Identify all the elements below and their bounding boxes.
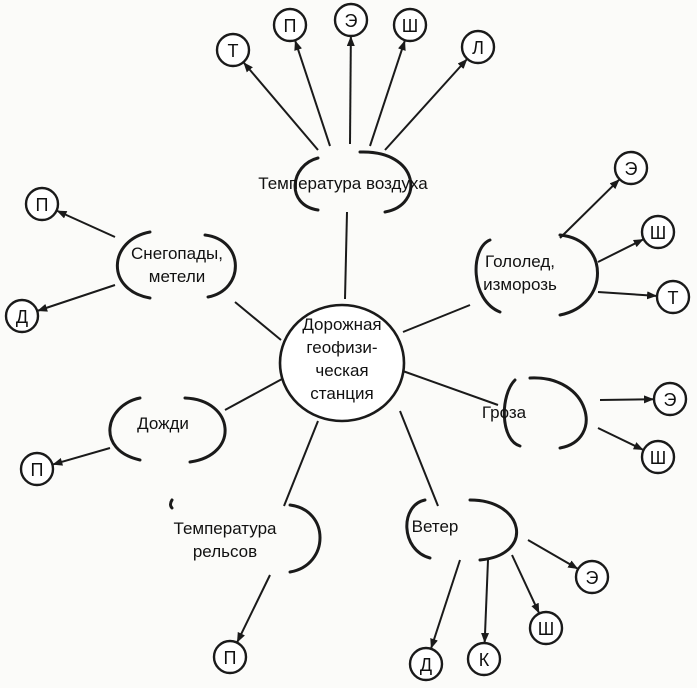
center-ellipse xyxy=(278,303,406,423)
output-letter: П xyxy=(224,648,237,668)
node-outline-snow xyxy=(115,230,237,300)
node-outline-rain xyxy=(108,396,227,464)
node-outline-storm xyxy=(502,376,588,450)
output-circle-rail-0: П xyxy=(212,639,248,675)
arrow-air-0 xyxy=(243,62,319,151)
node-label-line: Дожди xyxy=(137,414,189,433)
center-label-line: геофизи- xyxy=(306,338,377,357)
output-letter: Т xyxy=(668,288,679,308)
output-circle-ice-0: Э xyxy=(613,150,649,186)
output-letter: Д xyxy=(420,655,432,675)
node-label-line: Ветер xyxy=(412,517,459,536)
output-letter: П xyxy=(36,195,49,215)
output-circles-layer: Т П Э Ш Л П Д Э Ш Т Э Ш П Д К Ш Э П xyxy=(4,2,691,682)
output-letter: Т xyxy=(228,41,239,61)
output-letter: П xyxy=(284,16,297,36)
output-letter: Ш xyxy=(402,16,419,36)
node-label-wind: Ветер xyxy=(412,517,459,536)
output-letter: Ш xyxy=(650,223,667,243)
output-circle-snow-0: П xyxy=(24,186,60,222)
center-label-line: Дорожная xyxy=(302,315,381,334)
center-label-line: станция xyxy=(310,384,373,403)
output-circle-storm-1: Ш xyxy=(640,439,676,475)
output-letter: Э xyxy=(664,390,677,410)
connector-air xyxy=(344,211,348,300)
node-outline-wind xyxy=(405,498,519,562)
arrow-storm-0 xyxy=(599,395,655,404)
center-node: Дорожная геофизи-ческая станция xyxy=(278,303,406,423)
output-circle-air-1: П xyxy=(272,7,308,43)
output-circle-wind-3: Э xyxy=(574,559,610,595)
output-letter: Ш xyxy=(538,619,555,639)
arrow-snow-0 xyxy=(56,210,116,238)
arrow-air-2 xyxy=(346,35,355,145)
edges-layer xyxy=(37,35,658,649)
output-letter: Ш xyxy=(650,448,667,468)
connector-ice xyxy=(402,304,471,333)
arrow-wind-2 xyxy=(511,554,540,614)
node-label-line: изморозь xyxy=(483,275,557,294)
node-label-rain: Дожди xyxy=(137,414,189,433)
node-label-line: Температура xyxy=(174,519,278,538)
center-label-line: ческая xyxy=(315,361,368,380)
arrow-ice-0 xyxy=(559,179,620,239)
arrow-air-3 xyxy=(369,40,406,147)
output-letter: Л xyxy=(472,38,484,58)
output-circle-ice-1: Ш xyxy=(640,214,676,250)
node-label-storm: Гроза xyxy=(482,403,527,422)
node-label-rail: Температура рельсов xyxy=(174,519,278,561)
arrow-wind-3 xyxy=(527,539,579,570)
output-circle-air-4: Л xyxy=(460,29,496,65)
center-label: Дорожная геофизи-ческая станция xyxy=(302,315,381,403)
output-circle-air-3: Ш xyxy=(392,7,428,43)
arrow-rail-0 xyxy=(236,574,271,643)
connector-storm xyxy=(399,369,499,406)
node-label-line: рельсов xyxy=(193,542,257,561)
arrow-ice-2 xyxy=(597,291,658,300)
node-label-snow: Снегопады, метели xyxy=(131,244,223,286)
arrow-air-1 xyxy=(294,40,331,147)
output-circle-wind-0: Д xyxy=(408,646,444,682)
output-circle-ice-2: Т xyxy=(655,279,691,315)
arrow-ice-1 xyxy=(597,238,644,263)
output-circle-air-2: Э xyxy=(333,2,369,38)
output-letter: Э xyxy=(625,159,638,179)
output-circle-snow-1: Д xyxy=(4,298,40,334)
node-label-ice: Гололед, изморозь xyxy=(483,252,557,294)
node-outline-rail xyxy=(169,498,322,574)
arrow-air-4 xyxy=(384,58,468,151)
output-letter: Э xyxy=(345,11,358,31)
arrow-storm-1 xyxy=(597,427,644,451)
connector-rail xyxy=(283,420,319,507)
arrow-snow-1 xyxy=(37,284,116,312)
connector-wind xyxy=(399,410,439,507)
node-label-line: метели xyxy=(149,267,205,286)
output-circle-wind-1: К xyxy=(466,641,502,677)
node-label-line: Гроза xyxy=(482,403,527,422)
output-letter: К xyxy=(479,650,490,670)
connector-snow xyxy=(234,301,282,341)
output-letter: Д xyxy=(16,307,28,327)
output-circle-storm-0: Э xyxy=(652,381,688,417)
output-letter: Э xyxy=(586,568,599,588)
node-label-line: Гололед, xyxy=(485,252,555,271)
output-letter: П xyxy=(31,460,44,480)
arrow-wind-1 xyxy=(481,559,490,644)
node-label-line: Снегопады, xyxy=(131,244,223,263)
node-label-line: Температура воздуха xyxy=(258,174,428,193)
node-outline-ice xyxy=(474,233,599,317)
node-label-air: Температура воздуха xyxy=(258,174,428,193)
arrow-wind-0 xyxy=(430,559,461,649)
output-circle-rain-0: П xyxy=(19,451,55,487)
output-circle-air-0: Т xyxy=(215,32,251,68)
arrow-rain-0 xyxy=(52,447,111,466)
node-outline-air xyxy=(293,150,413,214)
connector-rain xyxy=(224,378,283,411)
output-circle-wind-2: Ш xyxy=(528,610,564,646)
